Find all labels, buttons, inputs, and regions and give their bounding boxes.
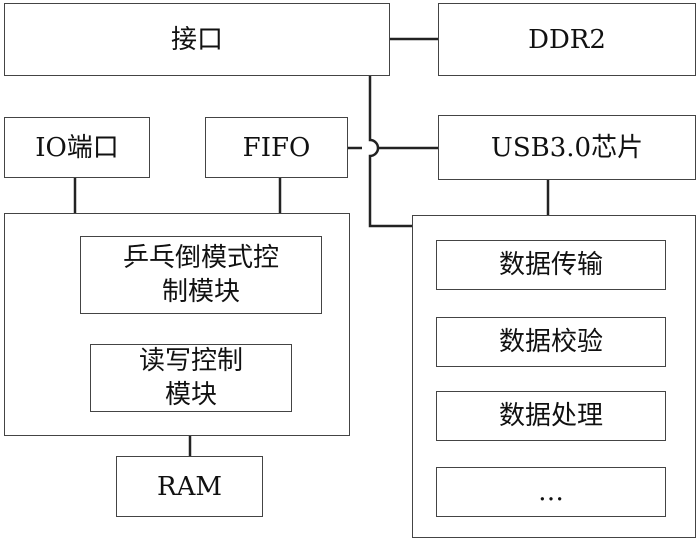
- data-process-module: 数据处理: [436, 391, 666, 441]
- ddr2-label: DDR2: [528, 24, 606, 55]
- rw-control-module: 读写控制 模块: [90, 344, 292, 412]
- fifo-block: FIFO: [205, 117, 348, 178]
- ddr2-block: DDR2: [438, 3, 696, 76]
- pingpong-module: 乒乓倒模式控 制模块: [80, 236, 322, 314]
- ellipsis-label: …: [538, 477, 564, 507]
- link-interface-processor: [368, 76, 412, 228]
- rw-control-label: 读写控制 模块: [138, 346, 243, 410]
- interface-label: 接口: [170, 24, 223, 55]
- data-verify-label: 数据校验: [498, 327, 603, 357]
- ram-label: RAM: [157, 471, 222, 502]
- data-process-label: 数据处理: [498, 401, 603, 431]
- usb-chip-label: USB3.0芯片: [490, 132, 644, 163]
- usb-chip-block: USB3.0芯片: [438, 115, 696, 180]
- ellipsis-module: …: [436, 467, 666, 517]
- ram-block: RAM: [116, 456, 263, 517]
- pingpong-label: 乒乓倒模式控 制模块: [122, 243, 279, 307]
- io-port-block: IO端口: [4, 117, 150, 178]
- io-port-label: IO端口: [35, 132, 119, 163]
- data-transfer-module: 数据传输: [436, 240, 666, 290]
- interface-block: 接口: [4, 3, 390, 76]
- data-verify-module: 数据校验: [436, 317, 666, 367]
- data-transfer-label: 数据传输: [498, 250, 603, 280]
- fifo-label: FIFO: [242, 132, 311, 163]
